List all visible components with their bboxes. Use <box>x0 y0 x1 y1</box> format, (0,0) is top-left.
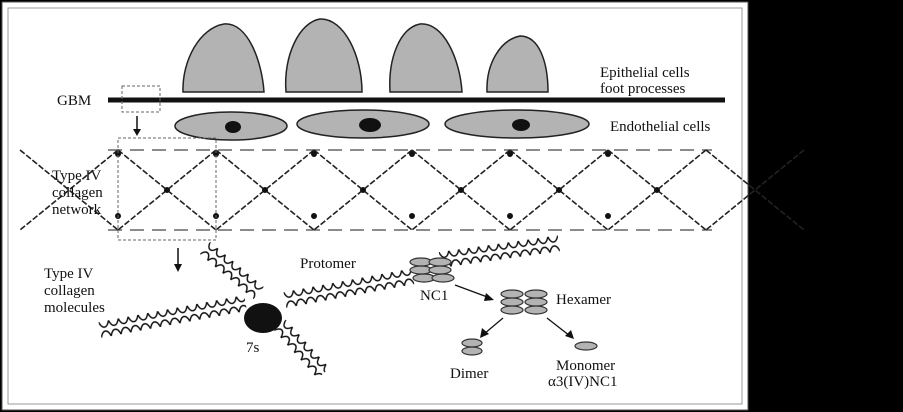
dimer-label: Dimer <box>450 366 488 382</box>
network-label-3: network <box>52 202 102 218</box>
collagen-node <box>507 213 513 219</box>
hexamer-icon <box>500 289 548 315</box>
collagen-node <box>311 151 317 157</box>
collagen-node <box>605 151 611 157</box>
collagen-strand <box>705 149 805 231</box>
collagen-strand <box>117 149 217 231</box>
collagen-strand <box>705 149 805 231</box>
collagen-network <box>19 149 805 231</box>
molecules-label-3: molecules <box>44 300 105 316</box>
nc1-domain <box>409 257 455 283</box>
collagen-molecules <box>98 235 560 379</box>
collagen-node <box>458 187 464 193</box>
protomer-label: Protomer <box>300 256 356 272</box>
collagen-node <box>409 151 415 157</box>
collagen-node <box>311 213 317 219</box>
collagen-strand <box>411 149 511 231</box>
network-label-2: collagen <box>52 185 103 201</box>
collagen-node <box>605 213 611 219</box>
collagen-strand <box>19 149 119 231</box>
hexamer-label: Hexamer <box>556 292 611 308</box>
collagen-strand <box>313 149 413 231</box>
nc1-label: NC1 <box>420 288 448 304</box>
network-label-1: Type IV <box>52 168 102 184</box>
collagen-node <box>409 213 415 219</box>
endothelial-cells <box>174 109 590 141</box>
collagen-strand <box>313 149 413 231</box>
endothelial-label: Endothelial cells <box>610 119 711 135</box>
collagen-node <box>654 187 660 193</box>
collagen-node <box>164 187 170 193</box>
collagen-node <box>507 151 513 157</box>
diagram-panel <box>1 1 749 411</box>
collagen-strand <box>607 149 707 231</box>
molecules-label-2: collagen <box>44 283 95 299</box>
collagen-strand <box>117 149 217 231</box>
collagen-node <box>262 187 268 193</box>
collagen-strand <box>215 149 315 231</box>
monomer-icon <box>574 341 598 351</box>
7s-label: 7s <box>246 340 260 356</box>
collagen-node <box>115 151 121 157</box>
collagen-strand <box>607 149 707 231</box>
collagen-strand <box>411 149 511 231</box>
epithelial-cells <box>182 18 549 93</box>
collagen-node <box>213 151 219 157</box>
collagen-node <box>360 187 366 193</box>
collagen-strand <box>215 149 315 231</box>
monomer-label-2: α3(IV)NC1 <box>548 374 618 390</box>
epithelial-label-1: Epithelial cells <box>600 65 690 81</box>
monomer-label-1: Monomer <box>556 358 615 374</box>
gbm-label: GBM <box>57 93 91 109</box>
collagen-strand <box>19 149 119 231</box>
epithelial-label-2: foot processes <box>600 81 686 97</box>
molecules-label-1: Type IV <box>44 266 94 282</box>
collagen-strand <box>509 149 609 231</box>
7s-domain <box>244 303 282 333</box>
dimer-icon <box>461 338 483 356</box>
zoom-box-small <box>121 85 161 113</box>
collagen-node <box>556 187 562 193</box>
collagen-strand <box>509 149 609 231</box>
